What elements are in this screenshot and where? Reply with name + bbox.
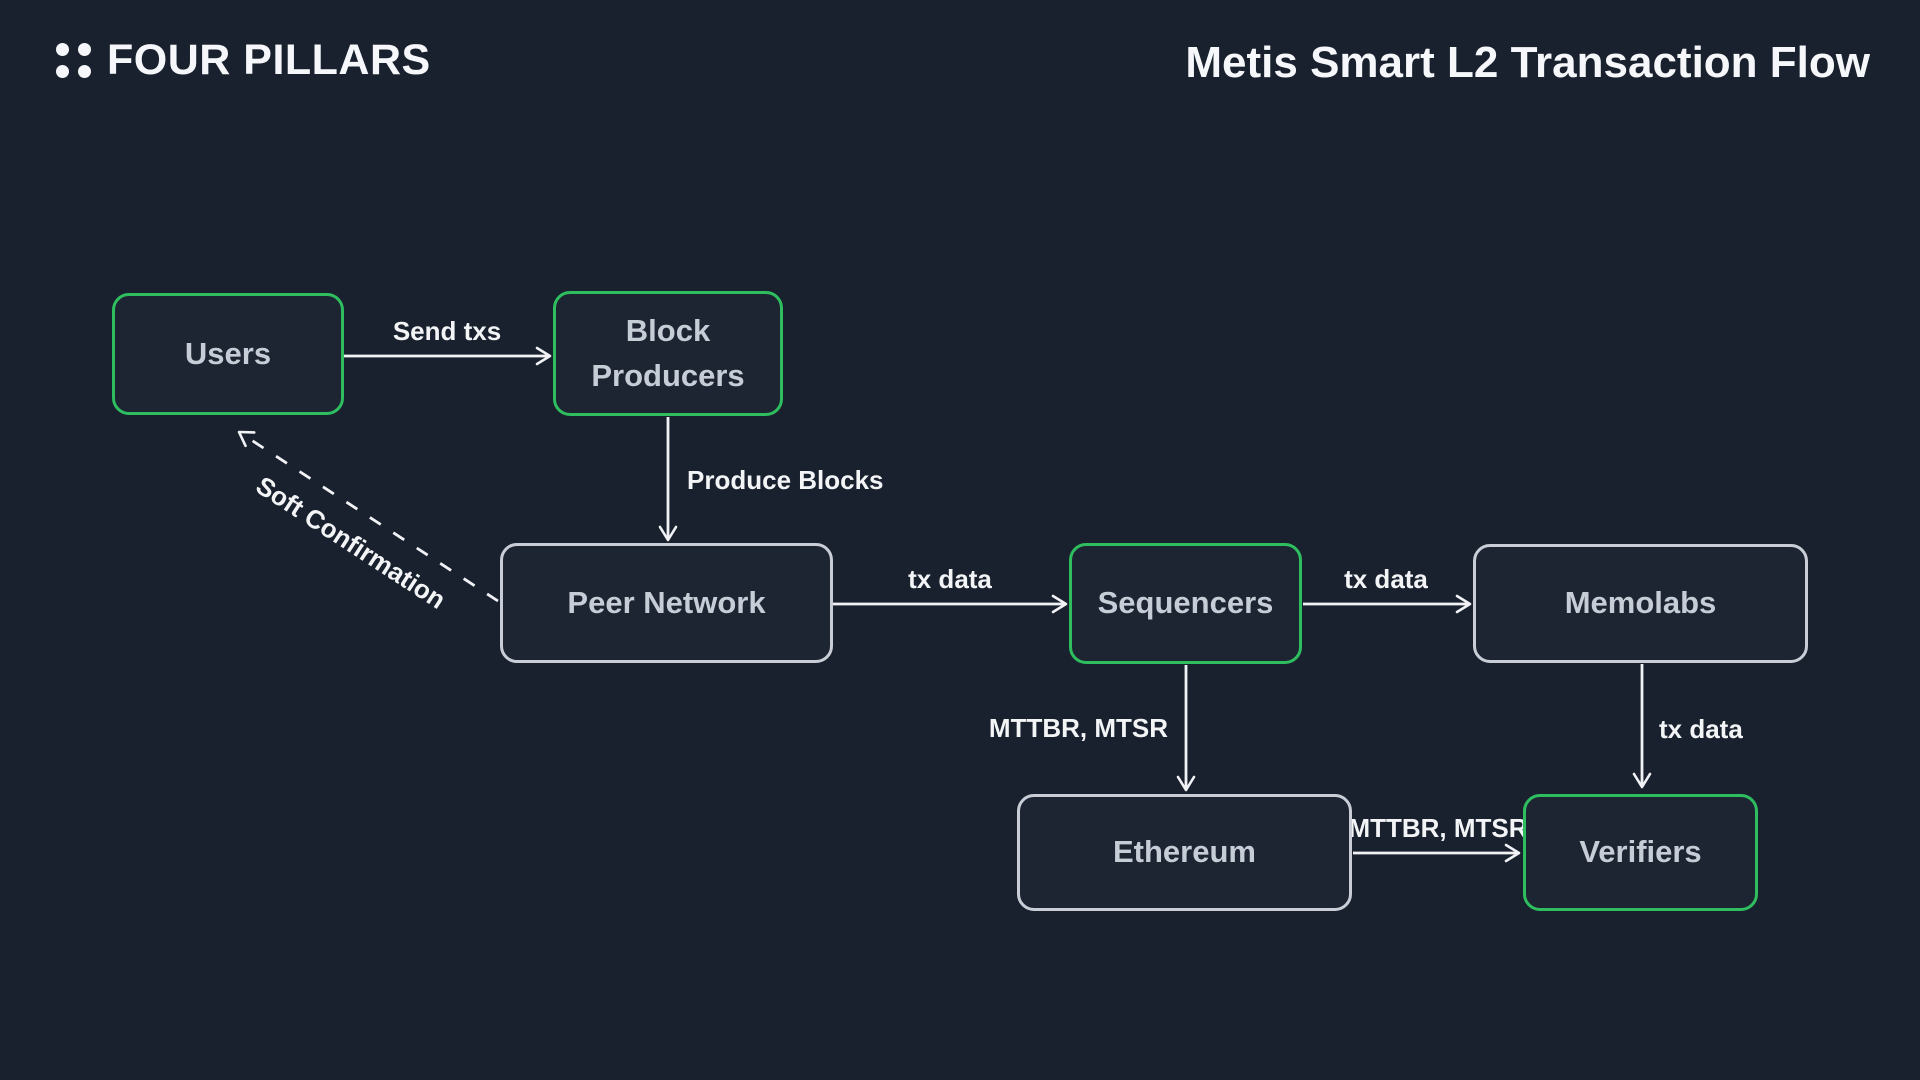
edge-label-tx-data-seq-memo: tx data	[1344, 564, 1428, 594]
four-pillars-dots-icon	[56, 43, 91, 78]
node-label-ethereum: Ethereum	[1113, 834, 1256, 870]
node-sequencers: Sequencers	[1069, 543, 1302, 664]
edge-label-tx-data-memo-ver: tx data	[1659, 714, 1743, 744]
edge-label-produce-blocks: Produce Blocks	[687, 465, 884, 495]
logo-text: FOUR PILLARS	[107, 36, 431, 84]
four-pillars-logo: FOUR PILLARS	[56, 36, 431, 85]
node-label-block-producers: Block Producers	[591, 312, 745, 393]
node-memolabs: Memolabs	[1473, 544, 1808, 663]
edge-label-soft-confirmation: Soft Confirmation	[251, 470, 451, 615]
node-verifiers: Verifiers	[1523, 794, 1758, 911]
node-label-verifiers: Verifiers	[1579, 834, 1702, 870]
edge-label-send-txs: Send txs	[393, 316, 501, 346]
edge-label-mttbr-seq-eth: MTTBR, MTSR	[989, 713, 1168, 743]
edge-label-tx-data-peer-seq: tx data	[908, 564, 992, 594]
edge-label-mttbr-eth-ver: MTTBR, MTSR	[1348, 813, 1527, 843]
page-title: Metis Smart L2 Transaction Flow	[1185, 38, 1870, 87]
node-block-producers: Block Producers	[553, 291, 783, 416]
node-label-sequencers: Sequencers	[1097, 585, 1274, 621]
node-label-memolabs: Memolabs	[1564, 585, 1717, 621]
header: FOUR PILLARS Metis Smart L2 Transaction …	[0, 0, 1920, 110]
node-label-peer-network: Peer Network	[567, 584, 766, 620]
edge-soft-confirmation-arrow	[237, 430, 499, 603]
node-label-users: Users	[184, 335, 272, 371]
node-ethereum: Ethereum	[1017, 794, 1352, 911]
node-peer-network: Peer Network	[500, 543, 833, 663]
node-users: Users	[112, 293, 344, 415]
